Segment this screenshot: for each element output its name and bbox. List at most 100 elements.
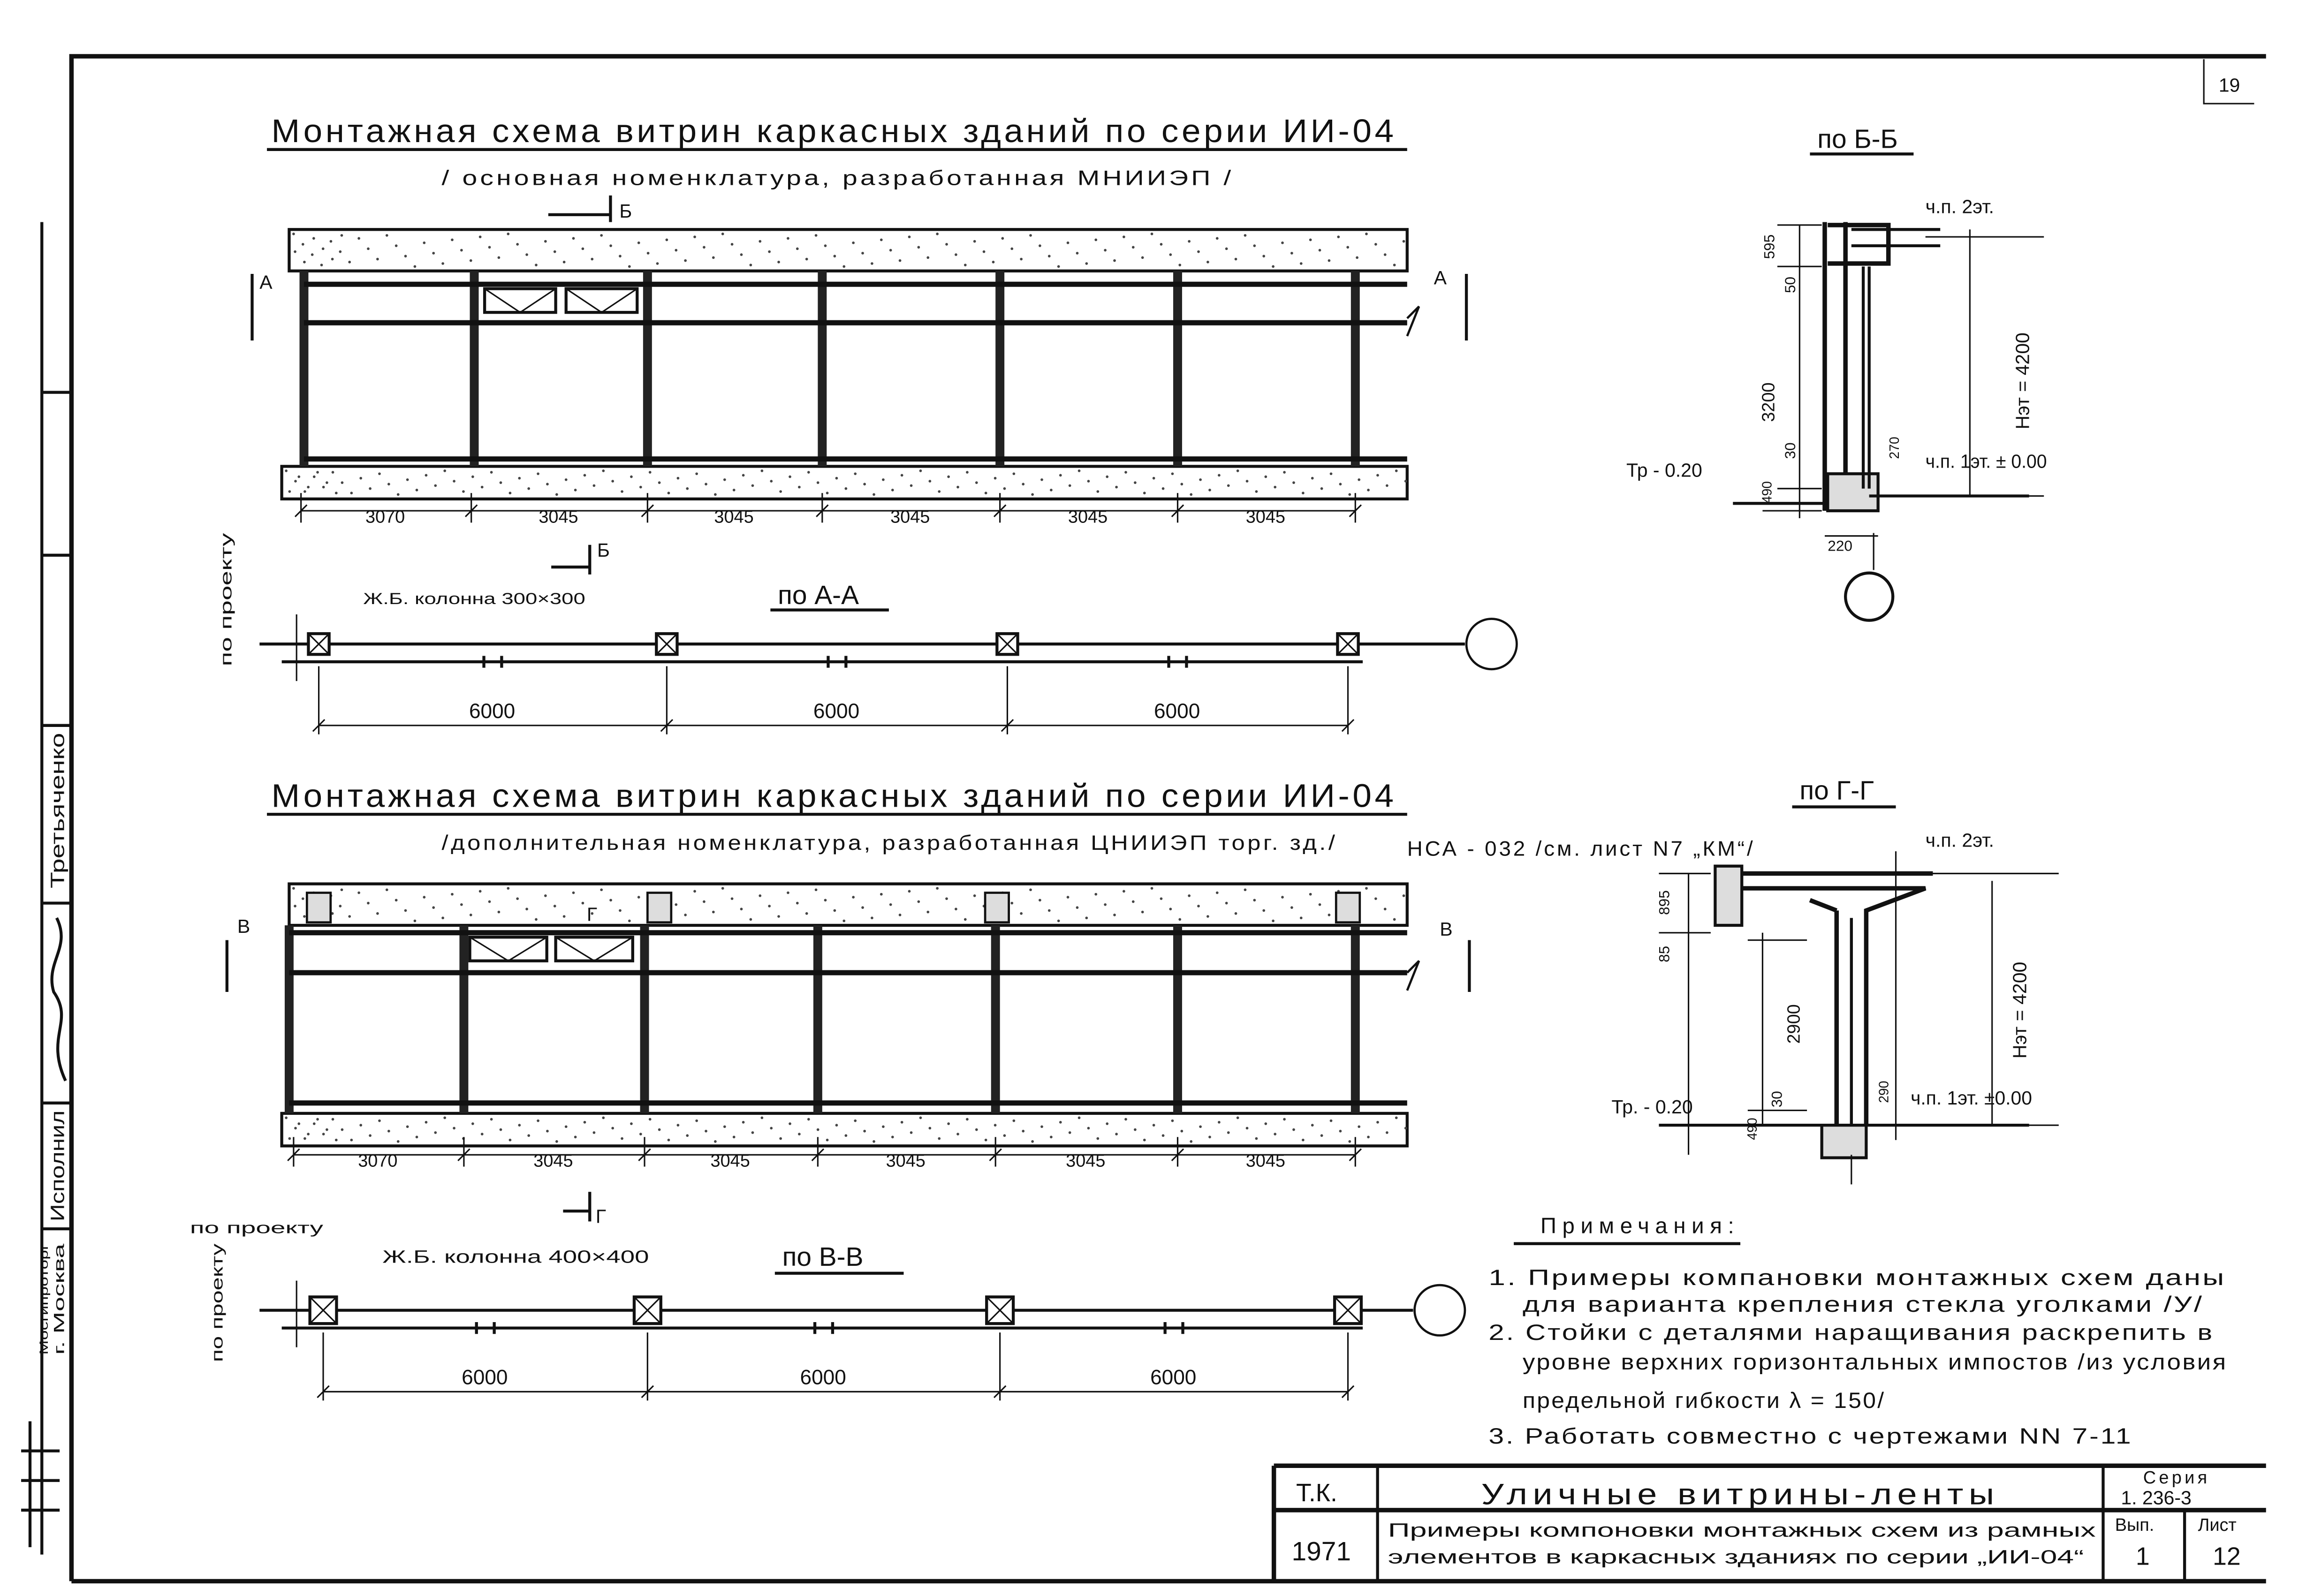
bb-width: 220 — [1828, 537, 1852, 554]
concrete-hatch-dot — [1123, 890, 1125, 893]
dimension-tick — [1171, 493, 1184, 523]
concrete-hatch-dot — [639, 1133, 642, 1135]
concrete-hatch-dot — [378, 472, 381, 476]
concrete-hatch-dot — [288, 490, 291, 493]
concrete-hatch-dot — [1012, 472, 1016, 476]
concrete-hatch-dot — [984, 492, 987, 495]
concrete-hatch-dot — [639, 485, 642, 489]
concrete-hatch-dot — [1188, 240, 1191, 243]
concrete-hatch-dot — [900, 1120, 903, 1124]
stamp-city: г. Москва — [51, 1243, 68, 1355]
concrete-hatch-dot — [1171, 1119, 1174, 1122]
concrete-hatch-dot — [312, 1122, 316, 1125]
concrete-hatch-dot — [1358, 1125, 1361, 1128]
concrete-hatch-dot — [387, 483, 390, 486]
concrete-hatch-dot — [312, 475, 316, 478]
top-scheme-subtitle: / основная номенклатура, разработанная М… — [442, 167, 1234, 190]
concrete-hatch-dot — [341, 1128, 344, 1131]
concrete-hatch-dot — [488, 246, 491, 249]
column-stub — [646, 892, 673, 924]
concrete-hatch-dot — [1299, 916, 1303, 920]
notes: Примечания: 1. Примеры компановки монтаж… — [1488, 1214, 2226, 1449]
mullion — [640, 925, 649, 1113]
concrete-hatch-dot — [507, 232, 510, 235]
concrete-hatch-dot — [297, 1122, 301, 1125]
concrete-hatch-dot — [787, 891, 789, 894]
mullion — [995, 271, 1005, 467]
concrete-hatch-dot — [824, 899, 827, 902]
concrete-hatch-dot — [964, 264, 967, 266]
concrete-hatch-dot — [994, 1124, 997, 1127]
section-mark-v-left: В — [237, 915, 250, 937]
concrete-hatch-dot — [1208, 1135, 1211, 1139]
concrete-hatch-dot — [535, 918, 538, 921]
concrete-hatch-dot — [518, 477, 521, 480]
plan-mullion — [1167, 656, 1188, 668]
concrete-hatch-dot — [1085, 262, 1088, 265]
concrete-hatch-dot — [833, 909, 836, 912]
concrete-hatch-dot — [1161, 1134, 1165, 1137]
gg-floor1: ч.п. 1эт. ±0.00 — [1911, 1087, 2032, 1109]
column-hatch — [986, 1296, 1014, 1324]
concrete-hatch-dot — [1059, 1120, 1062, 1124]
concrete-hatch-dot — [665, 238, 668, 242]
concrete-hatch-dot — [490, 1118, 493, 1121]
concrete-beam — [280, 465, 1409, 500]
gg-bottom-dim: 30 — [1768, 1091, 1785, 1107]
concrete-hatch-dot — [1190, 1140, 1193, 1143]
concrete-hatch-dot — [779, 490, 782, 493]
concrete-hatch-dot — [591, 912, 594, 915]
dimension-label: 3045 — [711, 1151, 750, 1171]
concrete-hatch-dot — [1178, 264, 1182, 266]
concrete-hatch-dot — [1262, 909, 1266, 912]
concrete-hatch-dot — [303, 260, 306, 264]
concrete-hatch-dot — [1383, 908, 1387, 911]
concrete-hatch-dot — [441, 262, 444, 265]
concrete-hatch-dot — [705, 483, 707, 486]
concrete-hatch-dot — [423, 241, 426, 244]
concrete-hatch-dot — [982, 250, 986, 253]
section-mark-g-bottom: Г — [596, 1205, 606, 1227]
concrete-hatch-dot — [432, 906, 435, 909]
concrete-hatch-dot — [462, 490, 465, 493]
concrete-hatch-dot — [294, 250, 296, 253]
gg-bottom-dim2: 490 — [1745, 1118, 1760, 1140]
concrete-hatch-dot — [1199, 1125, 1202, 1128]
concrete-hatch-dot — [574, 1135, 577, 1139]
concrete-hatch-dot — [1283, 1118, 1286, 1121]
concrete-hatch-dot — [1010, 247, 1014, 250]
concrete-hatch-dot — [684, 259, 687, 262]
concrete-hatch-dot — [1143, 492, 1146, 495]
concrete-hatch-dot — [1040, 1125, 1043, 1128]
concrete-hatch-dot — [945, 243, 948, 246]
concrete-beam — [288, 228, 1409, 272]
mullion — [1173, 925, 1182, 1113]
concrete-hatch-dot — [975, 1128, 978, 1131]
column-stub — [305, 892, 332, 924]
concrete-hatch-dot — [805, 257, 808, 261]
concrete-hatch-dot — [1199, 478, 1202, 481]
concrete-hatch-dot — [574, 489, 577, 492]
concrete-hatch-dot — [842, 919, 846, 923]
top-scheme-title: Монтажная схема витрин каркасных зданий … — [272, 113, 1397, 149]
concrete-hatch-dot — [1057, 919, 1060, 923]
concrete-hatch-dot — [1208, 489, 1211, 492]
column-stub — [984, 892, 1010, 924]
dimension-label: 6000 — [813, 700, 859, 723]
plan-vv-reference-label: по проекту — [208, 1243, 226, 1362]
concrete-hatch-dot — [1022, 483, 1025, 486]
concrete-hatch-dot — [1094, 238, 1098, 242]
concrete-hatch-dot — [1010, 901, 1014, 905]
concrete-hatch-dot — [303, 490, 306, 493]
concrete-hatch-dot — [898, 259, 902, 262]
concrete-hatch-dot — [297, 475, 301, 478]
concrete-hatch-dot — [396, 1140, 400, 1143]
bottom-scheme: Монтажная схема витрин каркасных зданий … — [190, 777, 1753, 1401]
concrete-hatch-dot — [945, 897, 948, 900]
concrete-hatch-dot — [705, 1129, 707, 1133]
concrete-hatch-dot — [600, 234, 603, 237]
concrete-hatch-dot — [760, 1116, 764, 1119]
concrete-hatch-dot — [675, 249, 678, 252]
bb-bottom-dim: 30 — [1782, 443, 1798, 459]
vent-opening-mark — [555, 936, 633, 962]
